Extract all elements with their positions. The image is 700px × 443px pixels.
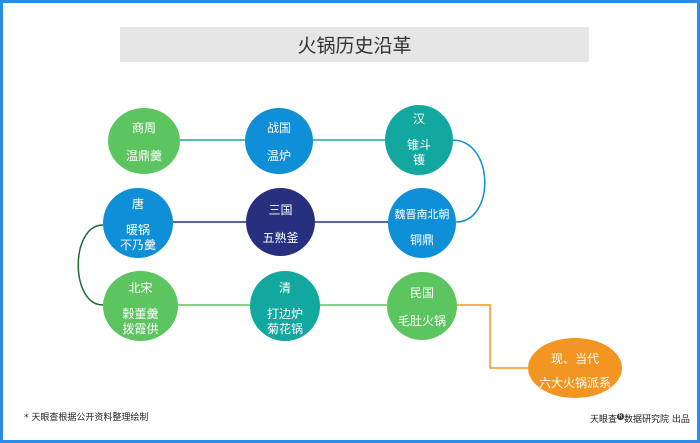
connector-tang-beisong: [77, 224, 104, 306]
node-sanguo-era: 三国: [268, 203, 293, 217]
node-beisong-item: 榖董羹 拨霞供: [122, 307, 159, 336]
node-zhanguo-item: 温炉: [266, 149, 291, 163]
node-modern-item: 六大火锅派系: [538, 376, 611, 390]
node-shangzhou-item: 温鼎羹: [125, 149, 162, 163]
connector-han-weijin: [451, 139, 486, 223]
node-tang-item: 暖锅 不乃羹: [119, 223, 156, 252]
node-zhanguo-era: 战国: [266, 121, 291, 135]
node-zhanguo: 战国 温炉: [245, 108, 313, 174]
source-footnote: * 天眼查根据公开资料整理绘制: [24, 413, 149, 423]
diagram-title: 火锅历史沿革: [120, 27, 589, 62]
registered-mark-icon: R: [617, 413, 625, 420]
node-han-era: 汉: [412, 112, 425, 126]
node-tang-era: 唐: [131, 197, 144, 211]
node-shangzhou: 商周 温鼎羹: [108, 108, 180, 174]
diagram-title-text: 火锅历史沿革: [297, 35, 412, 57]
node-beisong: 北宋 榖董羹 拨霞供: [103, 271, 178, 341]
node-weijin: 魏晋南北朝 铜鼎: [388, 188, 456, 258]
node-qing-item: 打边炉 菊花锅: [266, 307, 303, 336]
publisher-credit: 天眼查R数据研究院 出品: [590, 412, 690, 425]
node-minguo: 民国 毛肚火锅: [387, 272, 457, 340]
node-modern-era: 现、当代: [550, 352, 599, 366]
node-minguo-era: 民国: [409, 286, 434, 300]
node-sanguo: 三国 五熟釜: [246, 188, 315, 256]
node-modern: 现、当代 六大火锅派系: [528, 338, 622, 398]
credit-rest: 数据研究院 出品: [624, 415, 690, 425]
credit-brand: 天眼查: [590, 415, 618, 425]
connector-minguo-modern: [457, 304, 528, 369]
node-beisong-era: 北宋: [128, 281, 153, 295]
node-tang: 唐 暖锅 不乃羹: [103, 188, 173, 258]
node-sanguo-item: 五熟釜: [262, 231, 299, 245]
node-weijin-item: 铜鼎: [409, 233, 434, 247]
node-weijin-era: 魏晋南北朝: [394, 208, 450, 221]
node-shangzhou-era: 商周: [131, 121, 156, 135]
node-qing-era: 清: [278, 281, 291, 295]
node-qing: 清 打边炉 菊花锅: [250, 271, 320, 341]
node-han: 汉 锥斗 镬: [385, 105, 453, 175]
node-minguo-item: 毛肚火锅: [397, 314, 446, 328]
node-han-item: 锥斗 镬: [406, 138, 431, 167]
